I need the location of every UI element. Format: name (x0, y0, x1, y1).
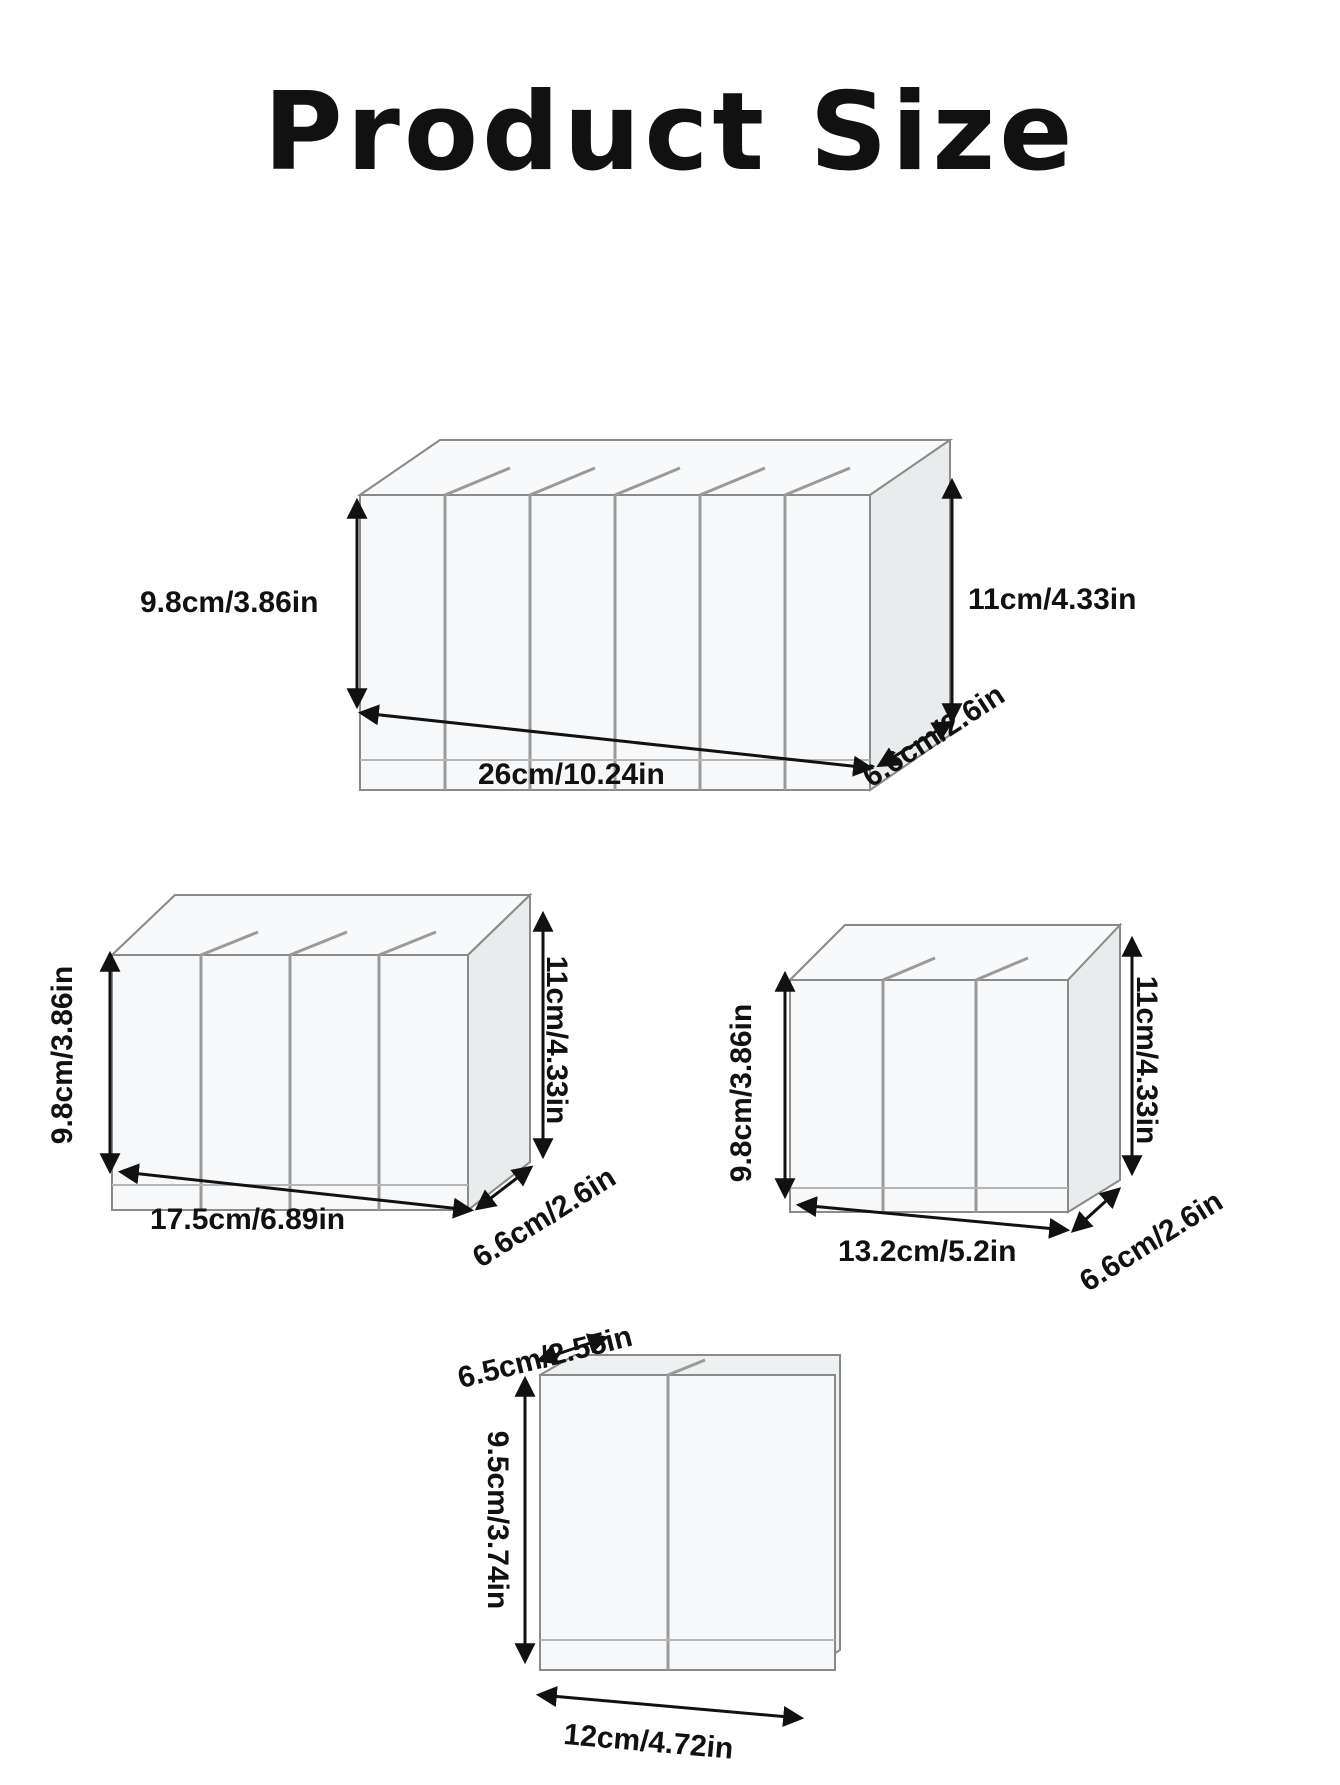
organizer-front-panel (539, 1374, 836, 1671)
dim-six-back-height: 11cm/4.33in (968, 583, 1137, 616)
dim-six-length: 26cm/10.24in (478, 758, 665, 791)
organizer-top-edge (787, 924, 1123, 981)
dim-six-front-height: 9.8cm/3.86in (140, 586, 319, 619)
organizer-three-compartment (787, 922, 1123, 1214)
organizer-dividers (199, 930, 437, 1210)
organizer-four-compartment (109, 892, 533, 1213)
organizer-top-edge (356, 439, 954, 496)
organizer-six-compartment (356, 438, 954, 792)
organizer-front-panel (789, 979, 1069, 1213)
organizer-top-edge (109, 894, 533, 956)
organizer-dividers (666, 1358, 706, 1670)
dim-four-front-height: 9.8cm/3.86in (46, 965, 80, 1145)
dim-three-front-height: 9.8cm/3.86in (725, 1003, 759, 1183)
dim-four-length: 17.5cm/6.89in (150, 1203, 346, 1236)
dimension-arrows (99, 477, 1143, 1727)
dim-two-height: 9.5cm/3.74in (481, 1430, 515, 1610)
organizer-two-compartment (539, 1354, 841, 1671)
dim-four-back-height: 11cm/4.33in (540, 955, 574, 1125)
dim-three-back-height: 11cm/4.33in (1130, 975, 1164, 1145)
organizer-dividers (881, 956, 1029, 1212)
page-title: Product Size (263, 70, 1077, 195)
dim-three-length: 13.2cm/5.2in (838, 1235, 1017, 1268)
